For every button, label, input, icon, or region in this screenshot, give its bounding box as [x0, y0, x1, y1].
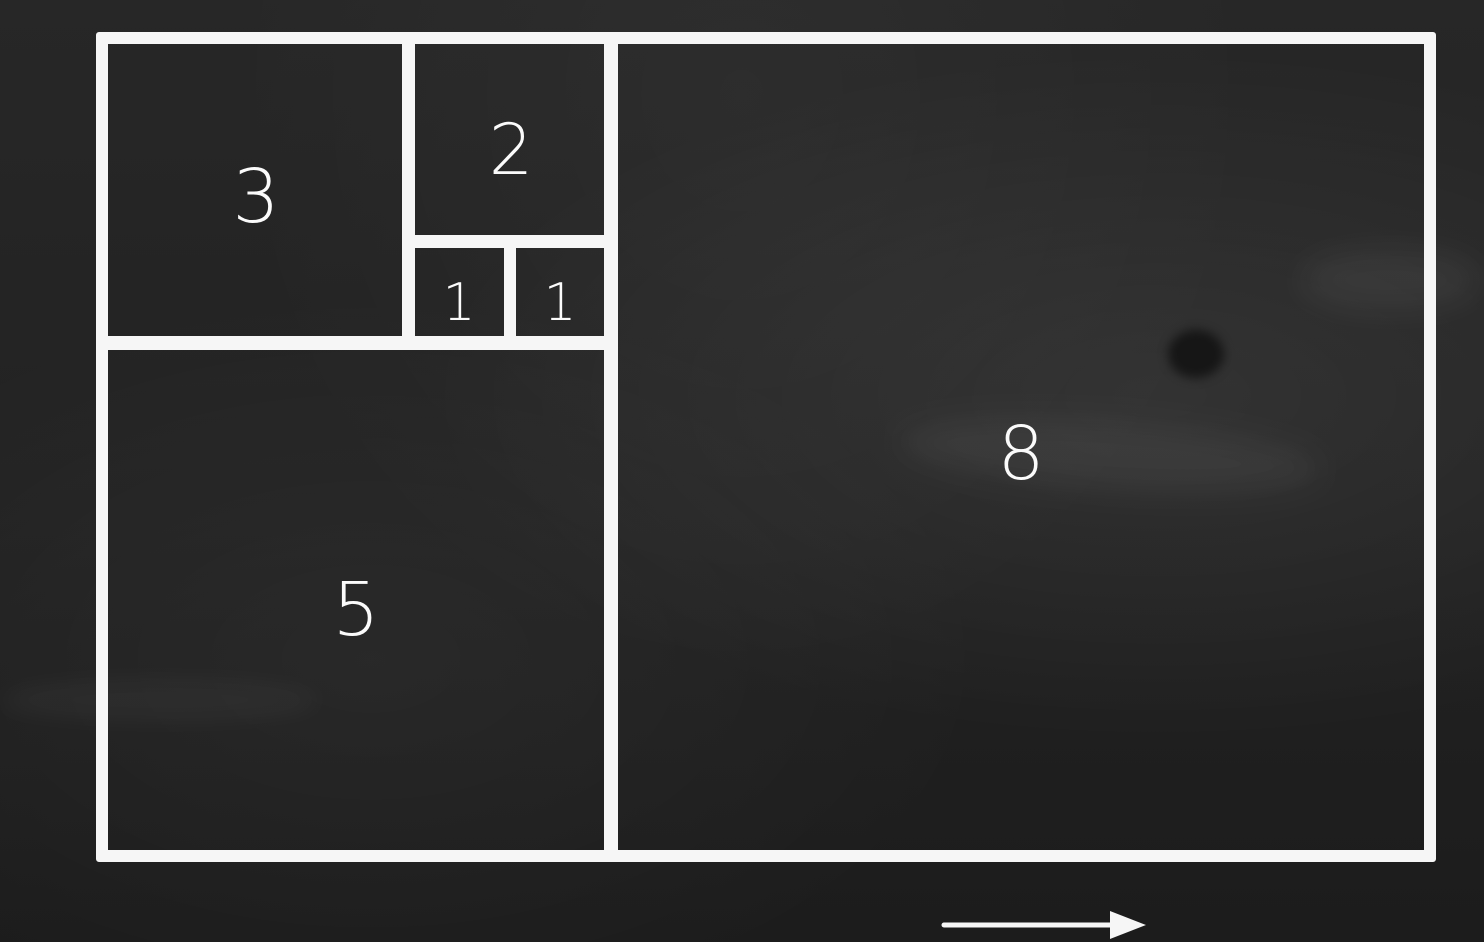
divider-square-8 [604, 36, 618, 858]
square-label-1-left: 1 [442, 273, 476, 333]
golden-rectangle-outline [96, 32, 1436, 862]
square-label-8: 8 [997, 411, 1045, 497]
square-label-1-right: 1 [543, 273, 577, 333]
right-arrow-icon [941, 911, 1146, 939]
square-label-2: 2 [488, 109, 534, 191]
square-label-3: 3 [232, 154, 280, 240]
divider-squares-1 [504, 240, 516, 342]
divider-square-5 [100, 336, 612, 350]
square-label-5: 5 [332, 567, 380, 653]
divider-square-3 [402, 36, 415, 342]
